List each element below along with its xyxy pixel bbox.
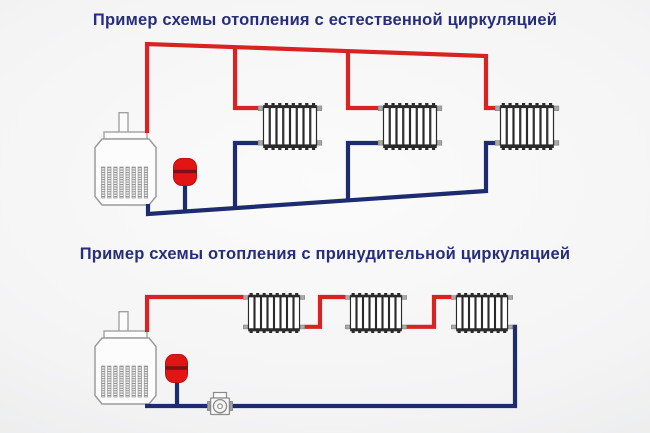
expansion-tank-icon: [164, 353, 189, 384]
return-pipe: [145, 324, 518, 409]
supply-pipe: [144, 294, 452, 332]
diagram1-natural-circulation: [94, 41, 560, 217]
radiator-icon: [344, 292, 408, 334]
radiator-icon: [242, 292, 306, 334]
radiator-icon: [377, 102, 443, 151]
expansion-tank-icon: [173, 158, 197, 186]
diagram1-title: Пример схемы отопления с естественной ци…: [92, 11, 558, 29]
circulation-pump-icon: [206, 391, 234, 416]
diagram2-forced-circulation: [94, 292, 518, 416]
diagram2-title: Пример схемы отопления с принудительной …: [79, 245, 571, 263]
supply-pipe: [144, 41, 496, 133]
radiator-icon: [450, 292, 514, 334]
return-pipe: [145, 140, 496, 217]
radiator-icon: [494, 102, 560, 151]
radiator-icon: [257, 102, 323, 151]
